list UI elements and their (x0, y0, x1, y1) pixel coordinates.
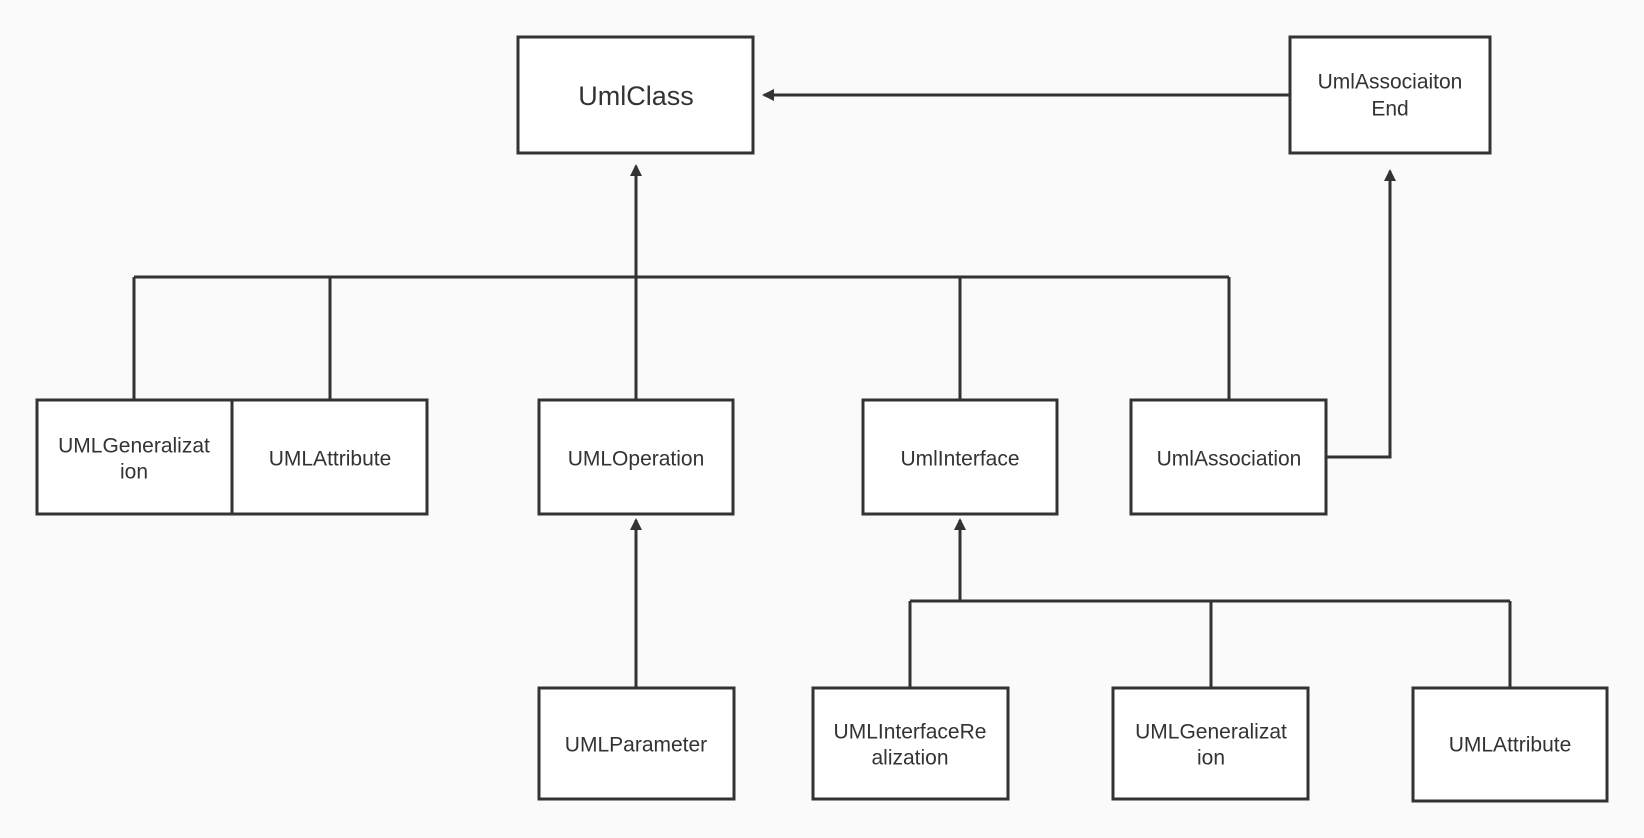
node-label: UmlInterface (900, 448, 1019, 471)
node-label: UMLOperation (568, 448, 705, 471)
node-uml-interface-realization[interactable]: UMLInterfaceRe alization (811, 686, 1010, 801)
node-label: UMLAttribute (1449, 734, 1572, 757)
node-uml-attribute-top[interactable]: UMLAttribute (230, 398, 429, 516)
node-label: alization (871, 747, 948, 770)
node-label: UmlClass (578, 81, 694, 111)
node-uml-association[interactable]: UmlAssociation (1129, 398, 1328, 516)
node-uml-parameter[interactable]: UMLParameter (537, 686, 736, 801)
node-uml-class[interactable]: UmlClass (516, 35, 755, 155)
node-label: UmlAssociaiton (1318, 71, 1463, 94)
node-label: End (1371, 98, 1408, 121)
nodes-layer: UmlClass UmlAssociaiton End UMLGeneraliz… (35, 35, 1609, 803)
node-uml-operation[interactable]: UMLOperation (537, 398, 735, 516)
node-uml-generalization-bottom[interactable]: UMLGeneralizat ion (1111, 686, 1310, 801)
node-label: ion (1197, 747, 1225, 770)
node-label: UMLGeneralizat (58, 435, 210, 458)
node-uml-generalization-top[interactable]: UMLGeneralizat ion (35, 398, 234, 516)
edges-layer (132, 89, 1512, 688)
node-label: UmlAssociation (1157, 448, 1302, 471)
node-label: UMLAttribute (269, 448, 392, 471)
node-label: UMLParameter (565, 734, 707, 757)
node-uml-interface[interactable]: UmlInterface (861, 398, 1059, 516)
node-label: UMLInterfaceRe (834, 721, 987, 744)
node-uml-association-end[interactable]: UmlAssociaiton End (1288, 35, 1492, 155)
node-label: UMLGeneralizat (1135, 721, 1287, 744)
node-uml-attribute-bottom[interactable]: UMLAttribute (1411, 686, 1609, 803)
node-label: ion (120, 461, 148, 484)
edge-association-to-association-end (1327, 169, 1396, 459)
